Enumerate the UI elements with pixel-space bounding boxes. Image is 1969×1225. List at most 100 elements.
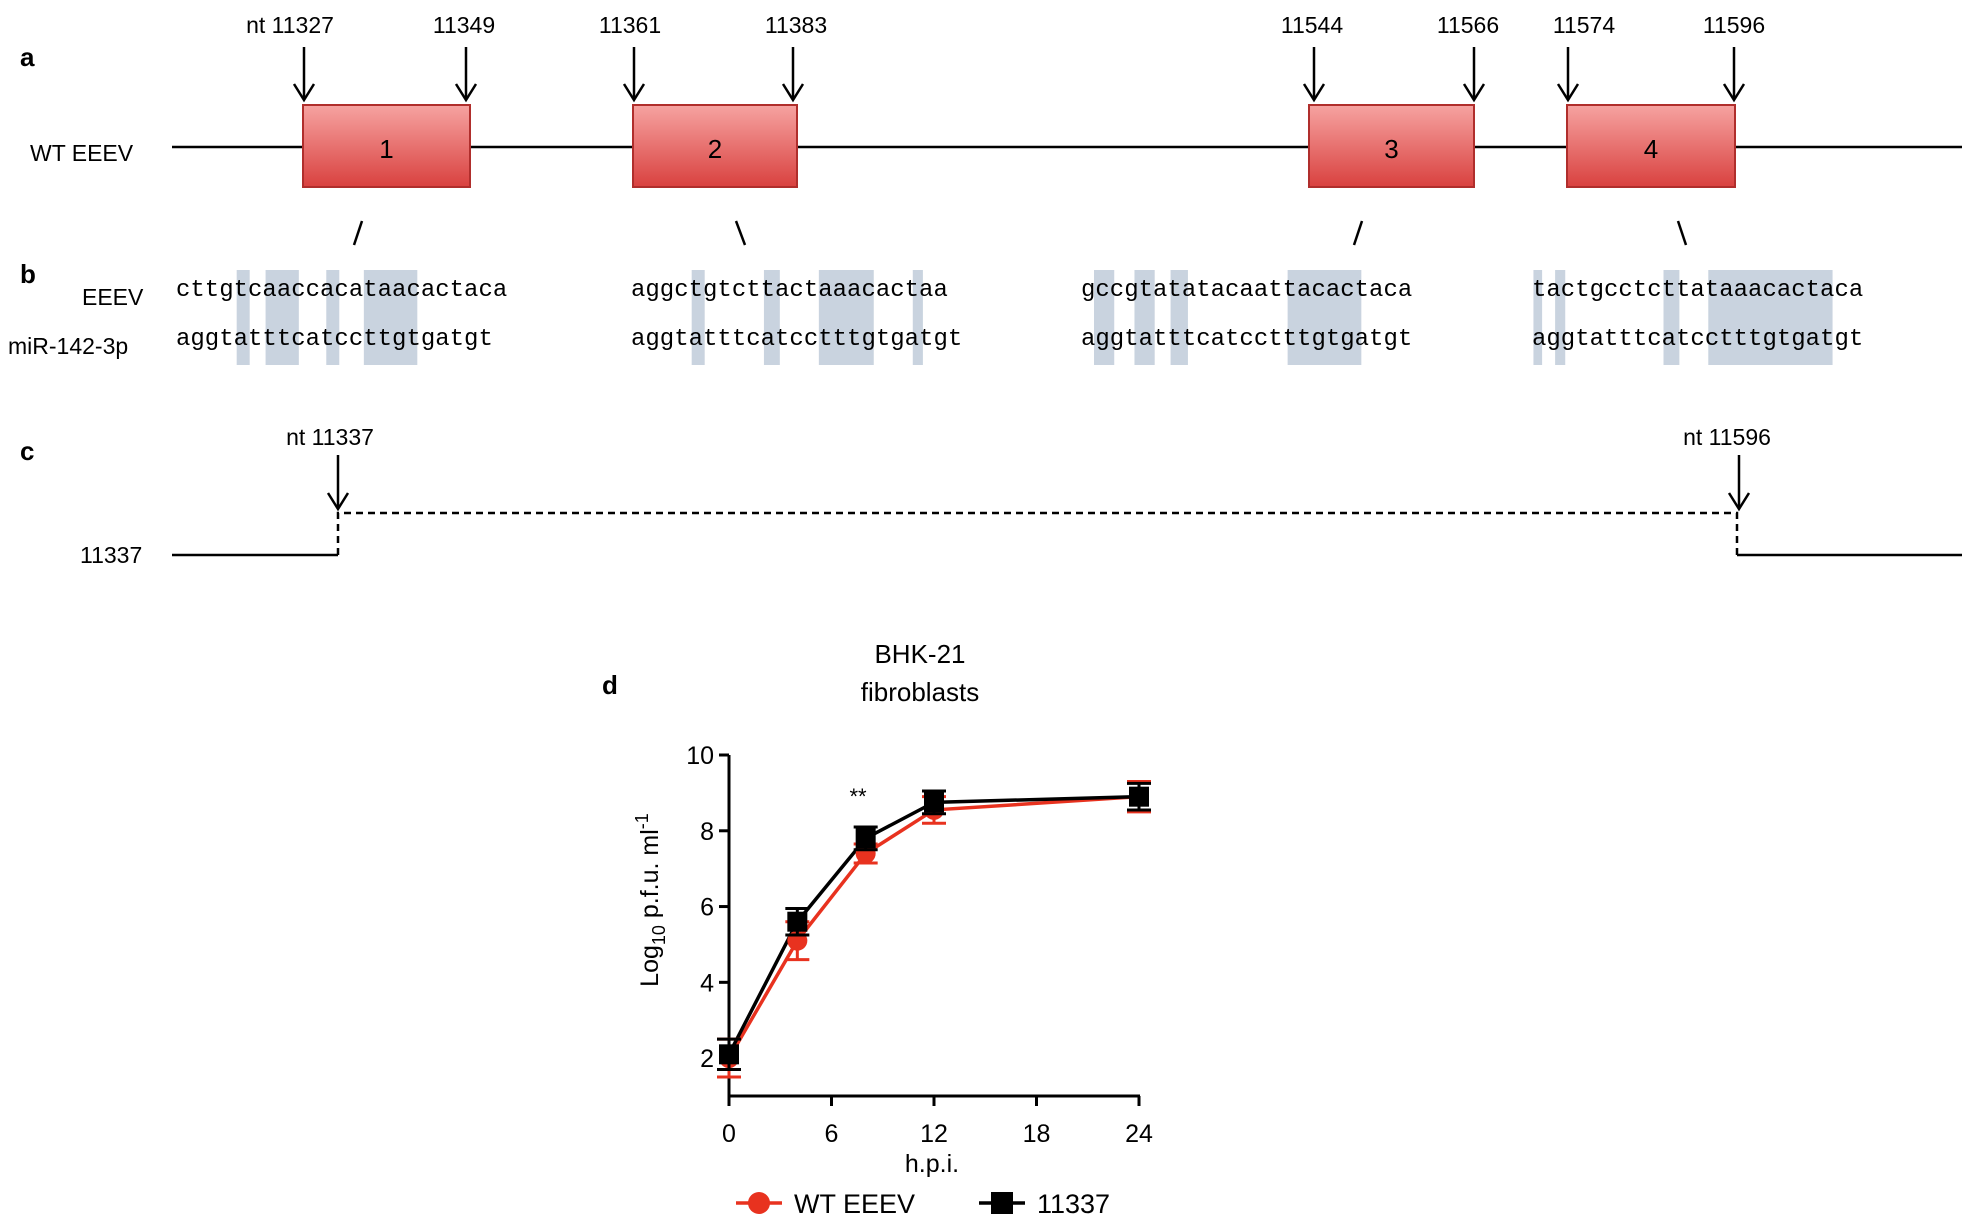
y-label-rest: p.f.u. ml [636, 829, 664, 925]
match-highlight [763, 270, 780, 365]
mirna-sequence: aggtatttcatcctttgtgatgt [1081, 326, 1412, 353]
deletion-dashed-line [336, 511, 1739, 555]
zoom-connector-line [734, 220, 747, 246]
eeev-sequence: gccgtatatacaattacactaca [1081, 277, 1412, 304]
y-label-main: Log [636, 945, 664, 987]
target-box-2 [632, 104, 798, 188]
target-box-label: 2 [708, 134, 722, 164]
start-position-arrowhead [292, 83, 316, 103]
match-highlight [1555, 270, 1566, 365]
match-highlight [363, 270, 418, 365]
data-point [719, 1044, 739, 1065]
end-position-label: 11349 [433, 12, 495, 38]
chart-title-line-1: BHK-21 [874, 639, 965, 669]
y-tick-label: 2 [700, 1045, 714, 1073]
significance-annotation: ** [849, 784, 867, 809]
y-label-subscript: 10 [649, 925, 669, 945]
data-point [787, 911, 808, 932]
deletion-end-label: nt 11596 [1683, 424, 1771, 450]
eeev-sequence: tactgcctcttataaacactaca [1532, 277, 1863, 304]
target-box-4 [1566, 104, 1736, 188]
match-highlight [1663, 270, 1680, 365]
zoom-connector-line [1352, 220, 1364, 246]
data-point [1129, 786, 1149, 807]
end-position-arrowhead [1462, 83, 1486, 103]
y-label-superscript: -1 [632, 813, 652, 829]
mirna-sequence: aggtatttcatcctttgtgatgt [631, 326, 962, 353]
match-highlight [1533, 270, 1543, 365]
end-position-label: 11383 [765, 12, 827, 38]
x-tick-label: 18 [1023, 1120, 1051, 1148]
panel-label-a: a [20, 42, 35, 72]
match-highlight [236, 270, 250, 365]
match-highlight [912, 270, 923, 365]
end-position-arrowhead [1722, 83, 1746, 103]
zoom-connector-line [1676, 220, 1688, 246]
mirna-sequence: aggtatttcatccttgtgatgt [176, 326, 493, 353]
legend-label: WT EEEV [794, 1189, 915, 1219]
legend-marker [748, 1192, 770, 1214]
start-position-label: 11544 [1281, 12, 1343, 38]
panel-a-genome-map: WT EEEV 1 nt 11327 11349 2 11361 11383 3 11544 1… [30, 12, 1962, 246]
eeev-row-label: EEEV [82, 284, 144, 310]
zoom-connector-line [352, 220, 364, 246]
chart-legend: WT EEEV 11337 [736, 1189, 1110, 1219]
start-position-arrowhead [1302, 83, 1326, 103]
deletion-start-label: nt 11337 [286, 424, 374, 450]
x-tick-label: 6 [825, 1120, 839, 1148]
match-highlight [1094, 270, 1115, 365]
x-tick-label: 24 [1125, 1120, 1153, 1148]
x-tick-label: 0 [722, 1120, 736, 1148]
end-position-label: 11566 [1437, 12, 1499, 38]
target-box-label: 3 [1384, 134, 1398, 164]
data-point [855, 828, 876, 849]
start-position-label: 11361 [599, 12, 661, 38]
wt-eeev-row-label: WT EEEV [30, 140, 134, 166]
target-box-label: 4 [1644, 134, 1658, 164]
y-tick-label: 4 [700, 969, 714, 997]
start-position-label: nt 11327 [246, 12, 334, 38]
start-position-arrowhead [1556, 83, 1580, 103]
panel-c-deletion-map: 11337 nt 11337 nt 11596 [80, 424, 1962, 568]
mirna-sequence: aggtatttcatcctttgtgatgt [1532, 326, 1863, 353]
panel-b-sequence-alignments: EEEV miR-142-3p cttgtcaaccacataacactacaa… [8, 270, 1863, 365]
chart-y-axis-label: Log10 p.f.u. ml-1 [632, 813, 669, 987]
start-position-arrowhead [622, 83, 646, 103]
y-tick-label: 8 [700, 818, 714, 846]
match-highlight [326, 270, 340, 365]
match-highlight [691, 270, 705, 365]
target-box-label: 1 [379, 134, 393, 164]
start-position-label: 11574 [1553, 12, 1615, 38]
legend-label: 11337 [1037, 1189, 1110, 1219]
eeev-sequence: aggctgtcttactaaacactaa [631, 277, 948, 304]
match-highlight [818, 270, 874, 365]
x-tick-label: 12 [920, 1120, 948, 1148]
legend-marker [991, 1192, 1013, 1214]
chart-title-line-2: fibroblasts [861, 677, 980, 707]
chart-series [717, 780, 1151, 1079]
eeev-sequence: cttgtcaaccacataacactaca [176, 277, 507, 304]
deletion-end-arrowhead [1727, 492, 1751, 512]
y-tick-label: 6 [700, 894, 714, 922]
match-highlight [265, 270, 299, 365]
panel-label-d: d [602, 670, 618, 700]
end-position-label: 11596 [1703, 12, 1765, 38]
panel-label-c: c [20, 436, 34, 466]
mutant-row-label: 11337 [80, 542, 142, 568]
end-position-arrowhead [781, 83, 805, 103]
data-point [924, 792, 944, 813]
match-highlight [1287, 270, 1362, 365]
match-highlight [1708, 270, 1833, 365]
target-box-1 [302, 104, 471, 188]
deletion-start-arrowhead [326, 492, 350, 512]
end-position-arrowhead [454, 83, 478, 103]
panel-label-b: b [20, 259, 36, 289]
match-highlight [1134, 270, 1155, 365]
y-tick-label: 10 [686, 742, 714, 770]
target-box-3 [1308, 104, 1475, 188]
match-highlight [1170, 270, 1188, 365]
chart-x-axis-label: h.p.i. [905, 1150, 959, 1178]
